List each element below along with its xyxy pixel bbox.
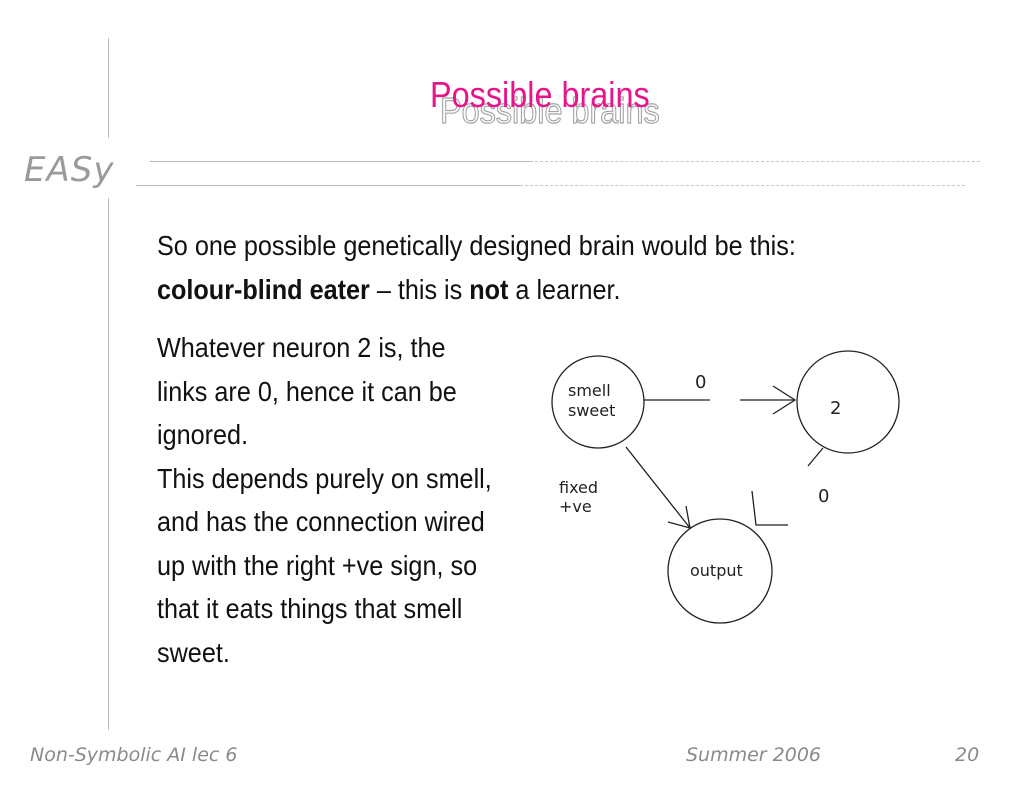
arrowhead-to-output-left: [667, 505, 691, 529]
link-top-weight: 0: [695, 372, 706, 393]
footer-page-number: 20: [955, 744, 980, 766]
link-left-label-2: +ve: [559, 497, 592, 516]
header-rule-bottom-dashed: [520, 185, 965, 186]
slide-title-text: Possible brains: [430, 74, 650, 115]
body-paragraph-2: This depends purely on smell, and has th…: [157, 462, 492, 668]
link-smell-to-output: [625, 446, 691, 529]
node-two: [796, 350, 900, 454]
node-smell-sweet: [551, 355, 645, 449]
intro-text: So one possible genetically designed bra…: [157, 224, 957, 312]
arrowhead-to-two: [772, 385, 797, 415]
header-rule-top-dashed: [530, 161, 980, 162]
slide-title: Possible brains Possible brains: [430, 74, 720, 134]
link-right-weight: 0: [818, 486, 829, 507]
node-output-label: output: [690, 561, 743, 580]
intro-bold-term: colour-blind eater: [157, 274, 370, 305]
node-two-label: 2: [830, 398, 841, 419]
body-paragraph-1: Whatever neuron 2 is, the links are 0, h…: [157, 332, 457, 450]
vertical-rule-top: [108, 38, 109, 138]
intro-mid-text: – this is: [369, 274, 470, 305]
footer-course: Non-Symbolic AI lec 6: [30, 744, 238, 766]
slide-title-shadow: Possible brains: [439, 89, 660, 131]
node-smell-label-1: smell: [568, 381, 611, 400]
neuron-diagram: smell sweet 2 output 0 0 fixed +ve: [551, 350, 900, 624]
vertical-rule-bottom: [108, 198, 109, 730]
node-output: [667, 518, 773, 624]
body-text: Whatever neuron 2 is, the links are 0, h…: [157, 326, 537, 674]
arrowhead-to-output-right: [751, 490, 788, 526]
link-two-to-output-a: [807, 447, 824, 467]
link-left-label-1: fixed: [559, 478, 598, 497]
intro-bold-not: not: [469, 274, 509, 305]
header-rule-bottom: [136, 185, 520, 186]
intro-line-1: So one possible genetically designed bra…: [157, 230, 796, 261]
footer-date: Summer 2006: [686, 744, 822, 766]
header-rule-top: [150, 161, 530, 162]
intro-end-text: a learner.: [508, 274, 621, 305]
easy-logo: EASy: [24, 150, 115, 190]
node-smell-label-2: sweet: [568, 401, 615, 420]
intro-line-2: colour-blind eater – this is not a learn…: [157, 268, 877, 312]
